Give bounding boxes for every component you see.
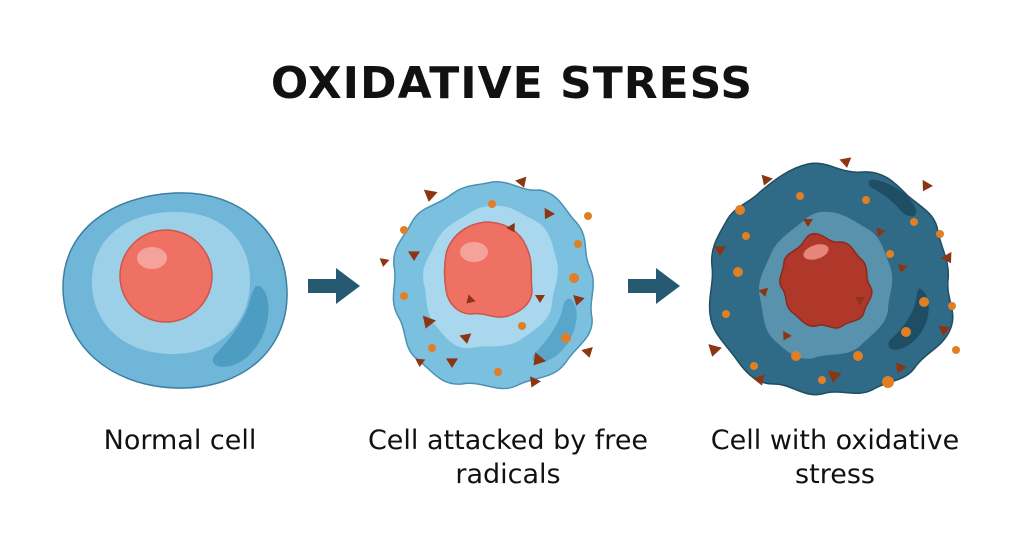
free-radical-icon <box>758 287 769 297</box>
nucleus-highlight <box>137 247 167 269</box>
nucleus-highlight <box>803 244 829 260</box>
free-radical-icon <box>574 240 582 248</box>
stressed-cell-organelle <box>888 288 929 350</box>
free-radical-icon <box>400 292 408 300</box>
free-radical-icon <box>422 315 437 329</box>
free-radicals <box>379 157 960 388</box>
free-radical-icon <box>708 344 722 357</box>
free-radical-icon <box>518 322 526 330</box>
free-radical-icon <box>948 302 956 310</box>
caption-normal-cell: Normal cell <box>103 425 257 456</box>
free-radical-icon <box>530 376 541 388</box>
free-radical-icon <box>783 330 792 341</box>
free-radical-icon <box>938 325 951 336</box>
free-radical-icon <box>882 376 894 388</box>
free-radical-icon <box>761 174 773 186</box>
free-radical-icon <box>818 376 826 384</box>
normal-cell <box>62 192 288 389</box>
free-radical-icon <box>714 246 726 256</box>
free-radical-icon <box>922 179 933 192</box>
free-radical-icon <box>952 346 960 354</box>
free-radical-icon <box>855 297 865 305</box>
free-radical-icon <box>750 362 758 370</box>
normal-cell-nucleus <box>119 229 213 323</box>
stressed-cell <box>708 162 954 396</box>
stressed-cell-organelle <box>868 179 917 217</box>
free-radical-icon <box>901 327 911 337</box>
free-radical-icon <box>941 251 952 264</box>
free-radical-icon <box>896 362 907 374</box>
free-radical-icon <box>400 226 408 234</box>
free-radical-icon <box>506 222 515 233</box>
free-radical-icon <box>862 196 870 204</box>
free-radical-icon <box>544 207 555 220</box>
free-radical-icon <box>466 294 476 304</box>
free-radical-icon <box>533 352 547 366</box>
free-radical-icon <box>910 218 918 226</box>
free-radical-icon <box>488 200 496 208</box>
free-radical-icon <box>803 219 813 227</box>
right-arrow-icon <box>628 268 680 304</box>
free-radical-icon <box>581 346 593 358</box>
attacked-cell-nucleus <box>443 221 533 318</box>
free-radical-icon <box>459 333 472 344</box>
free-radical-icon <box>827 370 842 383</box>
free-radical-icon <box>919 297 929 307</box>
free-radical-icon <box>428 344 436 352</box>
free-radical-icon <box>886 250 894 258</box>
attacked-cell <box>392 181 594 390</box>
free-radical-icon <box>423 189 438 202</box>
free-radical-icon <box>722 310 730 318</box>
free-radical-icon <box>735 205 745 215</box>
attacked-cell-organelle <box>532 298 577 363</box>
stressed-cell-nucleus <box>779 233 873 329</box>
free-radical-icon <box>535 295 545 303</box>
free-radical-icon <box>897 264 908 273</box>
caption-stressed-cell: Cell with oxidative stress <box>710 425 960 490</box>
free-radical-icon <box>796 192 804 200</box>
normal-cell-organelle <box>212 285 269 367</box>
free-radical-icon <box>408 251 420 261</box>
free-radical-icon <box>839 157 852 168</box>
free-radical-icon <box>415 358 426 367</box>
free-radical-icon <box>494 368 502 376</box>
free-radical-icon <box>561 333 571 343</box>
caption-attacked-cell: Cell attacked by free radicals <box>367 425 649 490</box>
free-radical-icon <box>573 294 585 306</box>
free-radical-icon <box>515 176 527 188</box>
free-radical-icon <box>379 258 390 267</box>
free-radical-icon <box>753 374 765 386</box>
free-radical-icon <box>733 267 743 277</box>
free-radical-icon <box>446 358 458 368</box>
diagram-title: OXIDATIVE STRESS <box>270 58 754 109</box>
right-arrow-icon <box>308 268 360 304</box>
free-radical-icon <box>742 232 750 240</box>
free-radical-icon <box>584 212 592 220</box>
free-radical-icon <box>876 227 886 237</box>
free-radical-icon <box>853 351 863 361</box>
free-radical-icon <box>936 230 944 238</box>
free-radical-icon <box>569 273 579 283</box>
nucleus-highlight <box>460 242 488 262</box>
free-radical-icon <box>791 351 801 361</box>
